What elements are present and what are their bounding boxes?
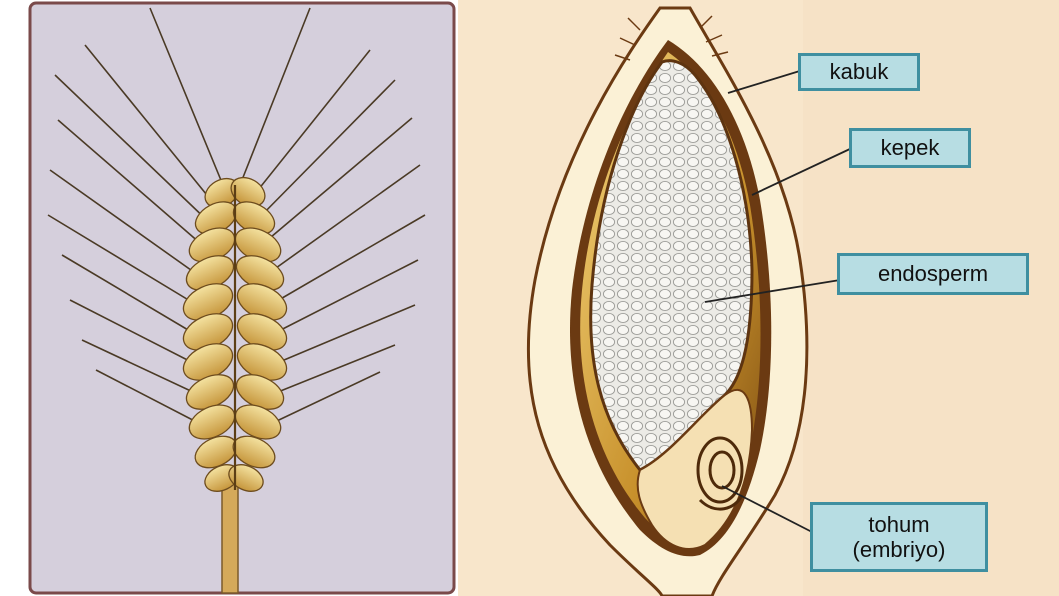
label-tohum-embriyo: tohum (embriyo) [810, 502, 988, 572]
label-embriyo-text: (embriyo) [853, 537, 946, 562]
label-kabuk-text: kabuk [830, 59, 889, 84]
label-endosperm: endosperm [837, 253, 1029, 295]
label-kepek: kepek [849, 128, 971, 168]
label-tohum-text: tohum [868, 512, 929, 537]
label-endosperm-text: endosperm [878, 261, 988, 286]
label-kepek-text: kepek [881, 135, 940, 160]
label-kabuk: kabuk [798, 53, 920, 91]
